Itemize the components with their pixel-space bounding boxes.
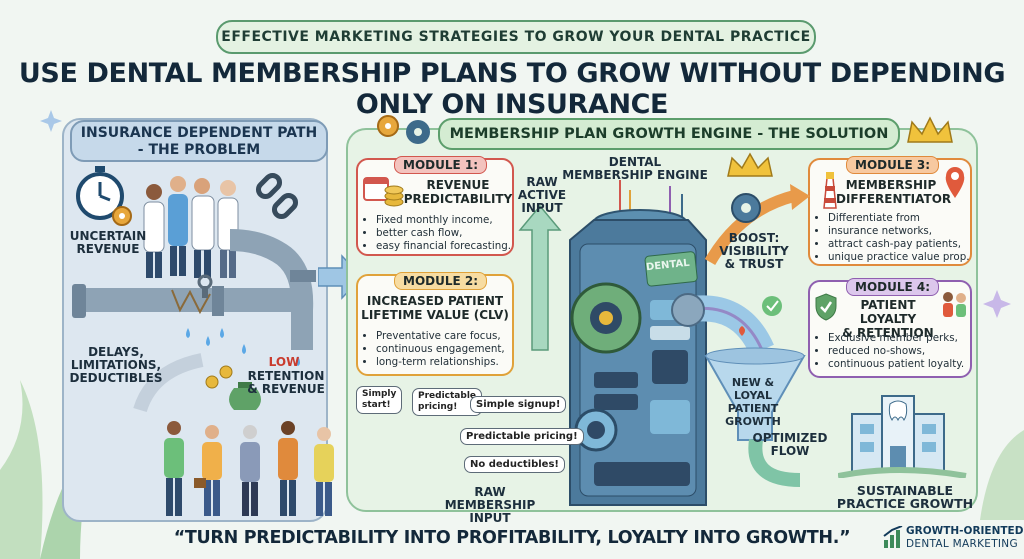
solution-heading: MEMBERSHIP PLAN GROWTH ENGINE - THE SOLU… (438, 118, 900, 150)
membership-engine-illustration (518, 152, 810, 506)
brand-logo: GROWTH-ORIENTED DENTAL MARKETING (878, 522, 1023, 556)
module-4-title: PATIENT LOYALTY & RETENTION (842, 298, 934, 340)
raw-membership-input-label: RAW MEMBERSHIP INPUT (444, 485, 536, 525)
problem-heading: INSURANCE DEPENDENT PATH - THE PROBLEM (70, 120, 328, 162)
module-2-tag: MODULE 2: (394, 272, 488, 290)
low-retention-label: RETENTION & REVENUE (247, 369, 325, 396)
top-banner: EFFECTIVE MARKETING STRATEGIES TO GROW Y… (216, 20, 816, 54)
gear-icon (112, 206, 132, 226)
module-1-title: REVENUE PREDICTABILITY (403, 178, 513, 206)
list-item: better cash flow, (376, 227, 511, 240)
speech-bubble-simple-signup: Simple signup! (470, 396, 567, 413)
delays-label: DELAYS, LIMITATIONS, DEDUCTIBLES (69, 345, 163, 385)
new-loyal-growth-label: NEW & LOYAL PATIENT GROWTH (725, 376, 781, 428)
module-3-list: Differentiate from insurance networks, a… (814, 212, 970, 264)
list-item: Differentiate from (828, 212, 970, 225)
module-1-list: Fixed monthly income, better cash flow, … (362, 214, 511, 253)
engine-title: DENTAL MEMBERSHIP ENGINE (562, 155, 708, 182)
speech-bubble-simply-start: Simply start! (356, 386, 403, 414)
module-3-tag: MODULE 3: (846, 156, 940, 174)
boost-label: BOOST: VISIBILITY & TRUST (719, 231, 789, 271)
module-4-tag: MODULE 4: (846, 278, 940, 296)
module-3-title: MEMBERSHIP DIFFERENTIATOR (836, 178, 952, 206)
low-word: LOW (268, 355, 300, 369)
optimized-flow-label: OPTIMIZED FLOW (752, 431, 828, 458)
module-4-card: MODULE 4: PATIENT LOYALTY & RETENTION Ex… (808, 278, 972, 378)
module-1-tag: MODULE 1: (394, 156, 488, 174)
growth-chart-icon (883, 526, 903, 548)
dental-clinic-building-icon (838, 395, 967, 478)
list-item: continuous engagement, (376, 343, 505, 356)
list-item: long-term relationships. (376, 356, 505, 369)
gear-icon (406, 120, 430, 144)
module-4-list: Exclusive member perks, reduced no-shows… (814, 332, 964, 371)
solution-decor (377, 115, 953, 144)
list-item: unique practice value prop. (828, 251, 970, 264)
map-pin-icon (945, 167, 965, 198)
module-2-card: MODULE 2: INCREASED PATIENT LIFETIME VAL… (356, 272, 514, 376)
closing-quote: “TURN PREDICTABILITY INTO PROFITABILITY,… (173, 528, 851, 548)
list-item: continuous patient loyalty. (828, 358, 964, 371)
uncertain-revenue-label: UNCERTAIN REVENUE (69, 229, 147, 256)
money-bag-icon (205, 365, 261, 410)
module-1-card: MODULE 1: REVENUE PREDICTABILITY Fixed m… (356, 156, 514, 256)
brand-line-2: DENTAL MARKETING (906, 538, 1018, 550)
module-2-list: Preventative care focus, continuous enga… (362, 330, 505, 369)
speech-bubble-no-deductibles: No deductibles! (464, 456, 565, 473)
list-item: easy financial forecasting. (376, 240, 511, 253)
calendar-coins-icon (363, 177, 404, 207)
family-icon (943, 292, 966, 317)
crown-icon (907, 116, 953, 143)
list-item: attract cash-pay patients, (828, 238, 970, 251)
list-item: insurance networks, (828, 225, 970, 238)
brand-line-1: GROWTH-ORIENTED (906, 525, 1024, 537)
lighthouse-icon (823, 172, 837, 209)
main-title: USE DENTAL MEMBERSHIP PLANS TO GROW WITH… (18, 58, 1006, 120)
module-2-title: INCREASED PATIENT LIFETIME VALUE (CLV) (361, 294, 509, 322)
gear-icon (377, 115, 399, 137)
shield-check-icon (815, 293, 837, 321)
dental-team-figures (143, 176, 239, 278)
module-3-card: MODULE 3: MEMBERSHIP DIFFERENTIATOR Diff… (808, 156, 972, 266)
broken-chain-icon (255, 172, 299, 220)
raw-active-input-label: RAW ACTIVE INPUT (517, 175, 567, 215)
list-item: Exclusive member perks, (828, 332, 964, 345)
problem-illustration (72, 166, 334, 516)
list-item: Preventative care focus, (376, 330, 505, 343)
list-item: reduced no-shows, (828, 345, 964, 358)
speech-bubble-predictable-pricing: Predictable pricing! (460, 428, 584, 445)
leaking-pipe (72, 229, 316, 366)
list-item: Fixed monthly income, (376, 214, 511, 227)
stopwatch-icon (76, 166, 124, 220)
sustainable-growth-label: SUSTAINABLE PRACTICE GROWTH (836, 483, 974, 511)
patient-queue-figures (164, 421, 334, 516)
